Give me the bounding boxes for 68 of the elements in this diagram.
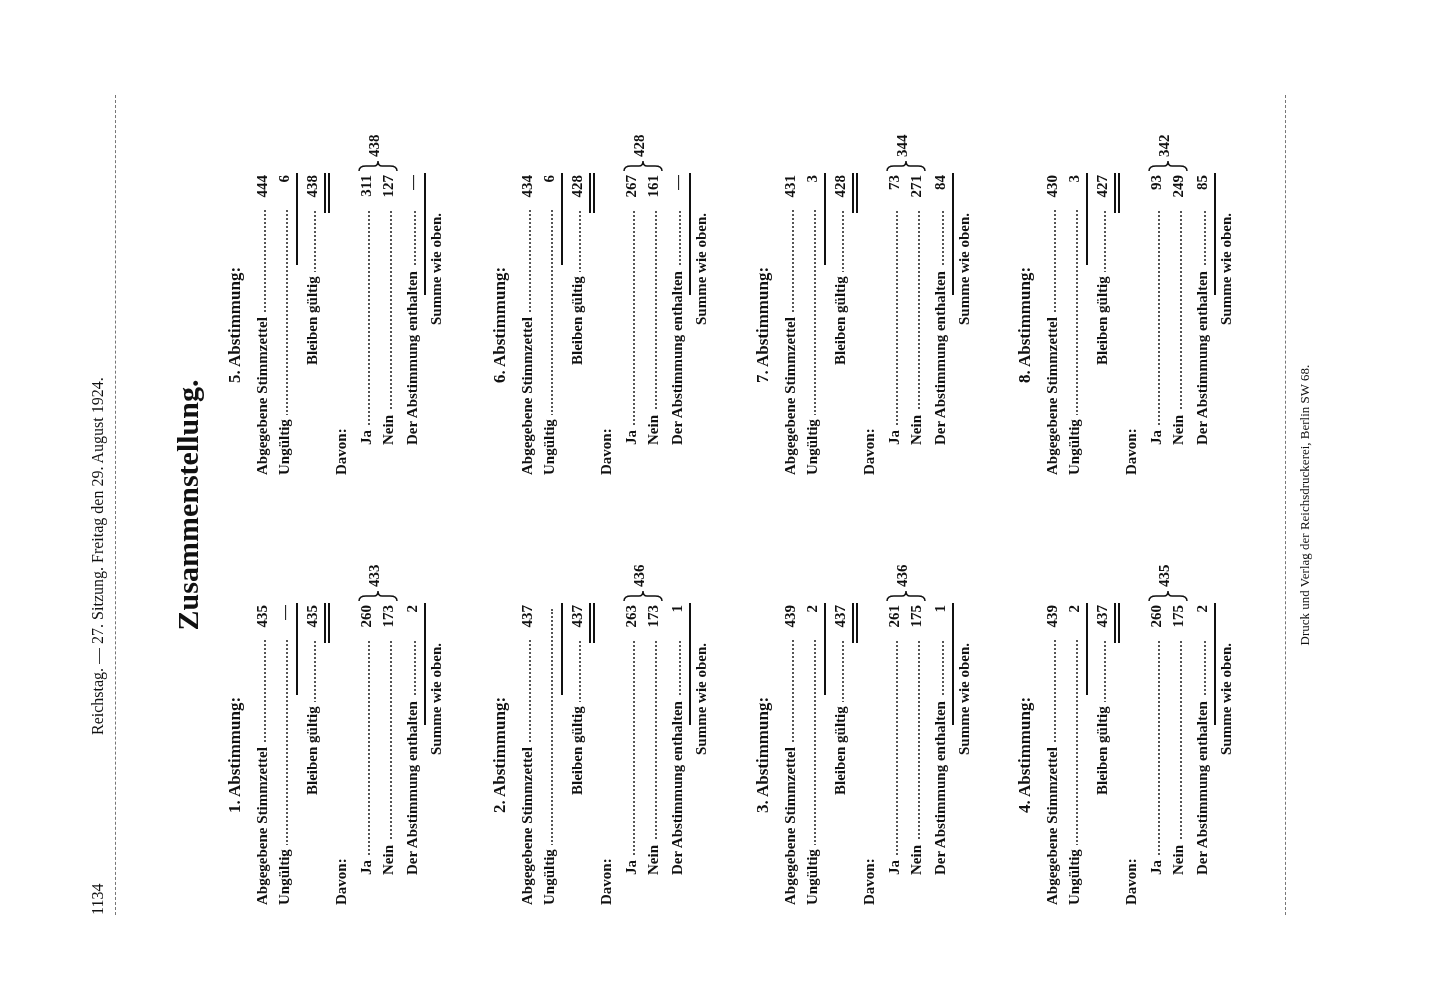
row-label: Bleiben gültig: [1094, 272, 1111, 365]
total-count: 433: [366, 564, 383, 587]
section-heading: 6. Abstimmung:: [490, 265, 510, 386]
row-label: Der Abstimmung enthalten: [404, 267, 421, 445]
row-label: Bleiben gültig: [569, 272, 586, 365]
row-label: Davon:: [1123, 858, 1140, 905]
row-label: Abgegebene Stimmzettel: [254, 743, 271, 905]
row-label: Der Abstimmung enthalten: [1194, 267, 1211, 445]
row-label: Bleiben gültig: [832, 272, 849, 365]
row-label: Der Abstimmung enthalten: [932, 697, 949, 875]
row-label: Der Abstimmung enthalten: [1194, 697, 1211, 875]
row-label: Davon:: [1123, 428, 1140, 475]
section-heading: 3. Abstimmung:: [753, 695, 773, 816]
summary-note: Summe wie oben.: [956, 642, 973, 755]
section-heading: 4. Abstimmung:: [1015, 695, 1035, 816]
row-label: Ungültig: [804, 845, 821, 905]
row-label: Ungültig: [1066, 845, 1083, 905]
section-heading: 7. Abstimmung:: [753, 265, 773, 386]
row-label: Der Abstimmung enthalten: [932, 267, 949, 445]
row-label: Der Abstimmung enthalten: [669, 697, 686, 875]
row-label: Ungültig: [541, 415, 558, 475]
section-heading: 8. Abstimmung:: [1015, 265, 1035, 386]
summary-note: Summe wie oben.: [428, 212, 445, 325]
row-label: Ungültig: [541, 845, 558, 905]
summary-note: Summe wie oben.: [428, 642, 445, 755]
row-label: Ungültig: [1066, 415, 1083, 475]
row-label: Davon:: [598, 858, 615, 905]
row-label: Abgegebene Stimmzettel: [519, 313, 536, 475]
row-label: Bleiben gültig: [304, 702, 321, 795]
row-label: Ungültig: [276, 845, 293, 905]
section-heading: 2. Abstimmung:: [490, 695, 510, 816]
summary-note: Summe wie oben.: [693, 212, 710, 325]
page-title: Zusammenstellung.: [171, 378, 205, 633]
page-number: 1134: [89, 883, 107, 915]
summary-note: Summe wie oben.: [1218, 212, 1235, 325]
row-label: Davon:: [333, 428, 350, 475]
total-count: 342: [1156, 134, 1173, 157]
total-count: 435: [1156, 564, 1173, 587]
total-count: 428: [631, 134, 648, 157]
row-label: Bleiben gültig: [1094, 702, 1111, 795]
row-label: Abgegebene Stimmzettel: [1044, 313, 1061, 475]
row-label: Davon:: [861, 858, 878, 905]
row-label: Abgegebene Stimmzettel: [254, 313, 271, 475]
summary-note: Summe wie oben.: [956, 212, 973, 325]
row-label: Abgegebene Stimmzettel: [1044, 743, 1061, 905]
row-label: Bleiben gültig: [832, 702, 849, 795]
row-label: Bleiben gültig: [304, 272, 321, 365]
row-label: Davon:: [598, 428, 615, 475]
row-label: Ungültig: [276, 415, 293, 475]
section-heading: 5. Abstimmung:: [225, 265, 245, 386]
imprint: Druck und Verlag der Reichsdruckerei, Berlin SW 68.: [1297, 363, 1313, 648]
row-label: Abgegebene Stimmzettel: [782, 313, 799, 475]
total-count: 436: [631, 564, 648, 587]
row-label: Davon:: [861, 428, 878, 475]
row-label: Abgegebene Stimmzettel: [782, 743, 799, 905]
row-label: Der Abstimmung enthalten: [404, 697, 421, 875]
total-count: 436: [894, 564, 911, 587]
total-count: 344: [894, 134, 911, 157]
total-count: 438: [366, 134, 383, 157]
row-label: Der Abstimmung enthalten: [669, 267, 686, 445]
row-label: Bleiben gültig: [569, 702, 586, 795]
running-header: Reichstag. — 27. Sitzung. Freitag den 29. August 1924.: [89, 377, 107, 735]
summary-note: Summe wie oben.: [1218, 642, 1235, 755]
row-label: Abgegebene Stimmzettel: [519, 743, 536, 905]
summary-note: Summe wie oben.: [693, 642, 710, 755]
row-label: Davon:: [333, 858, 350, 905]
row-label: Ungültig: [804, 415, 821, 475]
section-heading: 1. Abstimmung:: [225, 695, 245, 816]
